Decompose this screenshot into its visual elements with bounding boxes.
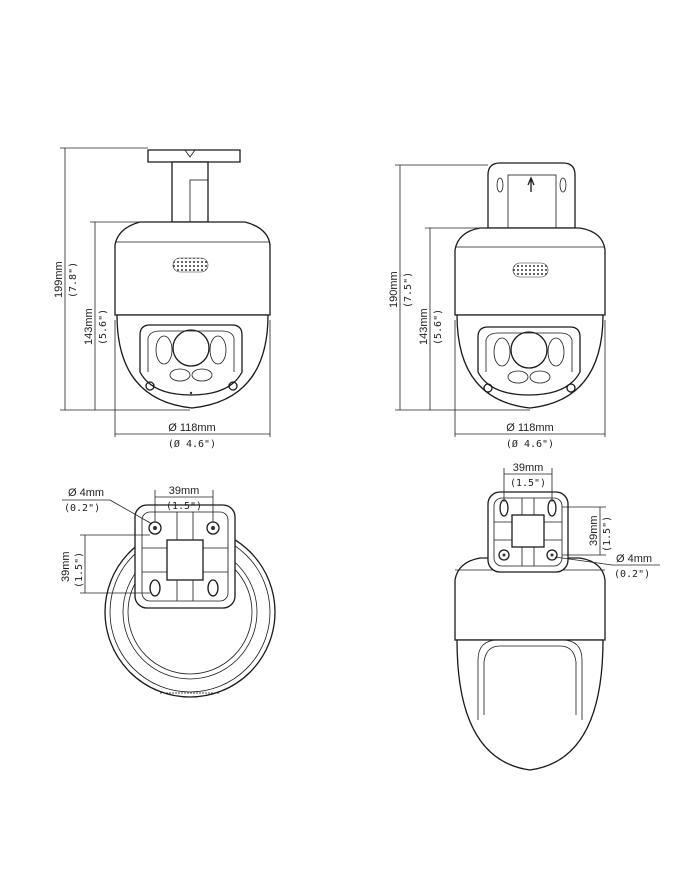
camera-body — [454, 557, 606, 771]
camera-body — [114, 221, 271, 409]
diameter-inch-label: (Ø 4.6") — [506, 438, 554, 450]
diameter-label: Ø 118mm — [168, 422, 215, 434]
speaker-grille — [172, 257, 209, 273]
dimension-lines — [503, 468, 660, 566]
total-height-inch-label: (7.8") — [68, 262, 79, 298]
spacing-v-inch-label: (1.5") — [74, 552, 85, 588]
ceiling-mount — [147, 149, 241, 223]
mount-plate — [134, 504, 236, 609]
diameter-label: Ø 118mm — [506, 422, 553, 434]
side-view: 190mm (7.5") 143mm (5.6") Ø 118mm (Ø 4.6… — [388, 162, 606, 450]
dimension-lines — [395, 164, 606, 437]
total-height-inch-label: (7.5") — [403, 272, 414, 308]
front-view: 199mm (7.8") 143mm (5.6") Ø 118mm (Ø 4.6… — [53, 147, 271, 450]
body-height-inch-label: (5.6") — [433, 309, 444, 345]
spacing-h-inch-label: (1.5") — [510, 478, 546, 489]
diameter-inch-label: (Ø 4.6") — [168, 438, 216, 450]
body-height-label: 143mm — [418, 308, 430, 345]
hole-diameter-inch-label: (0.2") — [614, 569, 650, 580]
spacing-v-inch-label: (1.5") — [602, 516, 613, 552]
camera-body — [454, 227, 606, 409]
top-view: Ø 4mm (0.2") 39mm (1.5") 39mm (1.5") — [60, 485, 276, 698]
rear-view: 39mm (1.5") 39mm (1.5") Ø 4mm (0.2") — [454, 462, 660, 771]
spacing-v-label: 39mm — [588, 515, 600, 546]
wall-bracket — [487, 491, 569, 573]
dimension-lines — [62, 490, 214, 594]
total-height-label: 190mm — [388, 271, 400, 308]
speaker-grille — [512, 262, 549, 278]
hole-diameter-label: Ø 4mm — [616, 553, 652, 565]
body-height-inch-label: (5.6") — [98, 309, 109, 345]
spacing-h-label: 39mm — [513, 462, 544, 474]
spacing-h-label: 39mm — [169, 485, 200, 497]
body-height-label: 143mm — [83, 308, 95, 345]
hole-diameter-inch-label: (0.2") — [64, 503, 100, 514]
total-height-label: 199mm — [53, 261, 65, 298]
dimension-lines — [60, 147, 271, 437]
spacing-h-inch-label: (1.5") — [166, 501, 202, 512]
wall-bracket — [487, 162, 576, 229]
hole-diameter-label: Ø 4mm — [68, 487, 104, 499]
spacing-v-label: 39mm — [60, 551, 72, 582]
